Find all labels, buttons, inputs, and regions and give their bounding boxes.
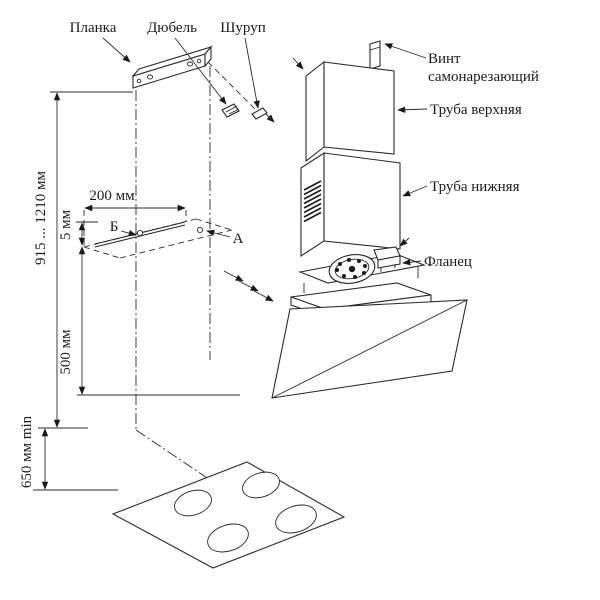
lower-duct-front-face xyxy=(323,152,401,250)
bar-keyhole-right xyxy=(196,58,202,64)
cooktop-surface xyxy=(111,461,346,569)
truba-nizhnyaya-label: Труба нижняя xyxy=(430,179,520,195)
mount-hole-a xyxy=(196,226,204,234)
dim-650-label: 650 мм min xyxy=(19,415,35,488)
cooktop xyxy=(111,461,346,569)
construction-lines xyxy=(83,61,259,499)
dim-200-label: 200 мм xyxy=(89,188,135,204)
fasteners-top xyxy=(221,103,275,123)
screw-direction-arrow xyxy=(265,113,275,123)
burner-4 xyxy=(275,504,317,534)
bar-hole-right xyxy=(186,61,194,67)
mounting-bar xyxy=(131,45,213,89)
chimney-lower-duct xyxy=(300,151,410,258)
screw-glyph xyxy=(251,107,268,120)
vint-label-line2: самонарезающий xyxy=(428,69,539,85)
fan-grille-holes xyxy=(335,258,367,279)
flange-assembly xyxy=(298,246,426,293)
upper-duct-assembly-arrow xyxy=(292,57,304,70)
hood-mount-screw-arrows xyxy=(223,270,274,302)
point-b-label: Б xyxy=(110,219,119,235)
leader-lines xyxy=(102,37,428,266)
mount-hole-b xyxy=(136,229,144,237)
burner-3 xyxy=(207,523,249,553)
chimney-upper-duct xyxy=(292,40,395,163)
planka-label: Планка xyxy=(70,20,117,36)
vint-leader xyxy=(384,43,427,59)
mounting-bar-end xyxy=(204,45,212,68)
hood-body xyxy=(223,270,468,399)
burner-1 xyxy=(174,489,212,517)
vint-label-line1: Винт xyxy=(428,51,461,67)
point-a-leader xyxy=(206,229,231,238)
point-b-leader xyxy=(120,229,137,237)
point-a-label: А xyxy=(233,231,244,247)
vent-slots xyxy=(303,180,322,223)
flanets-label: Фланец xyxy=(424,254,472,270)
top-bracket xyxy=(369,40,381,70)
truba-nizh-leader xyxy=(402,185,428,197)
dowel-ridges xyxy=(225,105,240,115)
fan-hub xyxy=(348,265,356,273)
truba-verkhnyaya-label: Труба верхняя xyxy=(430,102,522,118)
top-bracket-fold xyxy=(369,46,381,51)
ext-lines-200 xyxy=(83,210,187,246)
dyubel-label: Дюбель xyxy=(147,20,197,36)
upper-duct-front-face xyxy=(323,61,395,155)
dim-500-label: 500 мм xyxy=(58,329,74,375)
hood-canopy-fold xyxy=(271,299,468,399)
shurup-label: Шуруп xyxy=(220,20,265,36)
junction-box-feet xyxy=(380,264,396,272)
lower-duct-assembly-arrow xyxy=(399,237,410,247)
bar-axis-extension xyxy=(207,61,259,113)
dyubel-leader xyxy=(174,37,227,105)
upper-duct-left-face xyxy=(305,60,325,163)
planka-leader xyxy=(102,37,131,63)
burner-2 xyxy=(242,471,280,499)
text-labels: Планка Дюбель Шуруп Винт самонарезающий … xyxy=(70,20,539,270)
bar-hole-left xyxy=(146,74,154,80)
truba-verkh-leader xyxy=(397,106,428,113)
dim-915-1210-label: 915 ... 1210 мм xyxy=(33,171,49,265)
dim-5-label: 5 мм xyxy=(58,209,74,240)
junction-box-front xyxy=(377,255,401,269)
flange-stems xyxy=(303,266,419,293)
bar-keyhole-left xyxy=(136,78,142,84)
shurup-leader xyxy=(244,37,260,109)
dimension-lines: 915 ... 1210 мм 650 мм min 500 мм 5 мм 2… xyxy=(19,91,240,491)
flanets-leader xyxy=(402,258,422,266)
